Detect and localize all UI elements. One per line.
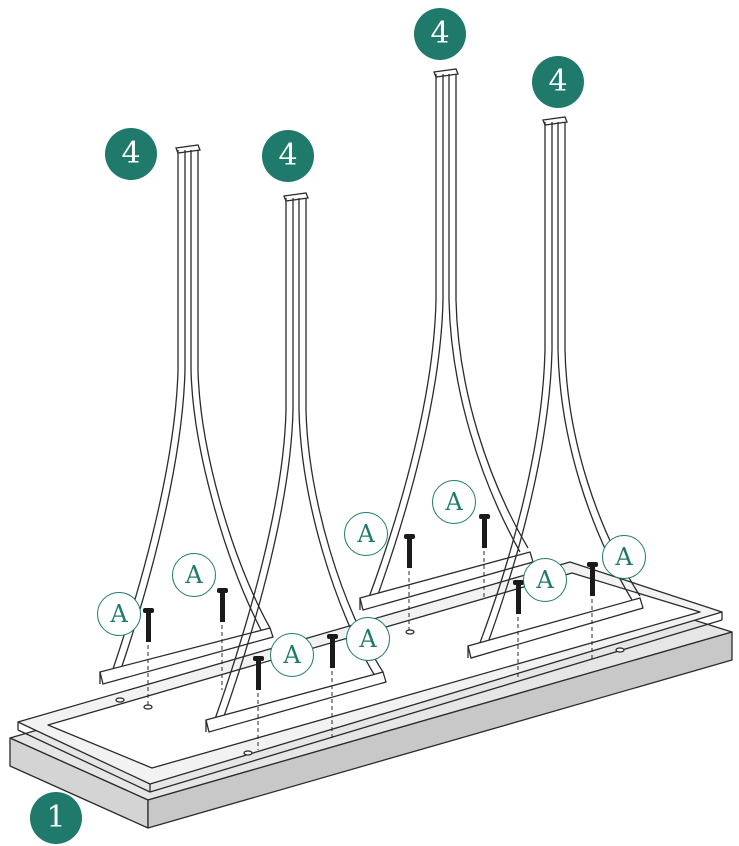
bolt-icon (146, 612, 151, 642)
screw-4 (327, 634, 338, 740)
part-badge-leg-1: 4 (105, 128, 157, 180)
hardware-badge-a-2: A (172, 553, 216, 597)
base-slab-side (147, 631, 733, 829)
screw-3 (253, 656, 264, 750)
bolt-icon (256, 660, 261, 690)
part-badge-leg-4: 4 (532, 56, 584, 108)
bolt-icon (482, 518, 487, 548)
hardware-badge-a-8: A (602, 535, 646, 579)
hardware-badge-a-3: A (270, 633, 314, 677)
hardware-badge-a-4: A (346, 617, 390, 661)
bolt-icon (220, 592, 225, 622)
bolt-icon (516, 584, 521, 614)
hardware-badge-a-1: A (97, 592, 141, 636)
screws (143, 514, 598, 750)
screw-8 (587, 562, 598, 660)
bolt-icon (590, 566, 595, 596)
hardware-badge-a-7: A (523, 558, 567, 602)
screw-5 (404, 534, 415, 630)
part-badge-leg-3: 4 (414, 8, 466, 60)
leg-2 (205, 192, 387, 733)
leg-4 (467, 116, 644, 659)
part-badge-leg-2: 4 (262, 130, 314, 182)
screw-6 (479, 514, 490, 600)
leg-1 (99, 144, 274, 685)
screw-2 (217, 588, 228, 690)
part-badge-base: 1 (30, 792, 82, 844)
bolt-icon (330, 638, 335, 668)
screw-1 (143, 608, 154, 705)
screw-7 (513, 580, 524, 680)
bolt-icon (407, 538, 412, 568)
hardware-badge-a-5: A (344, 512, 388, 556)
leg-3 (359, 68, 534, 611)
hardware-badge-a-6: A (432, 480, 476, 524)
